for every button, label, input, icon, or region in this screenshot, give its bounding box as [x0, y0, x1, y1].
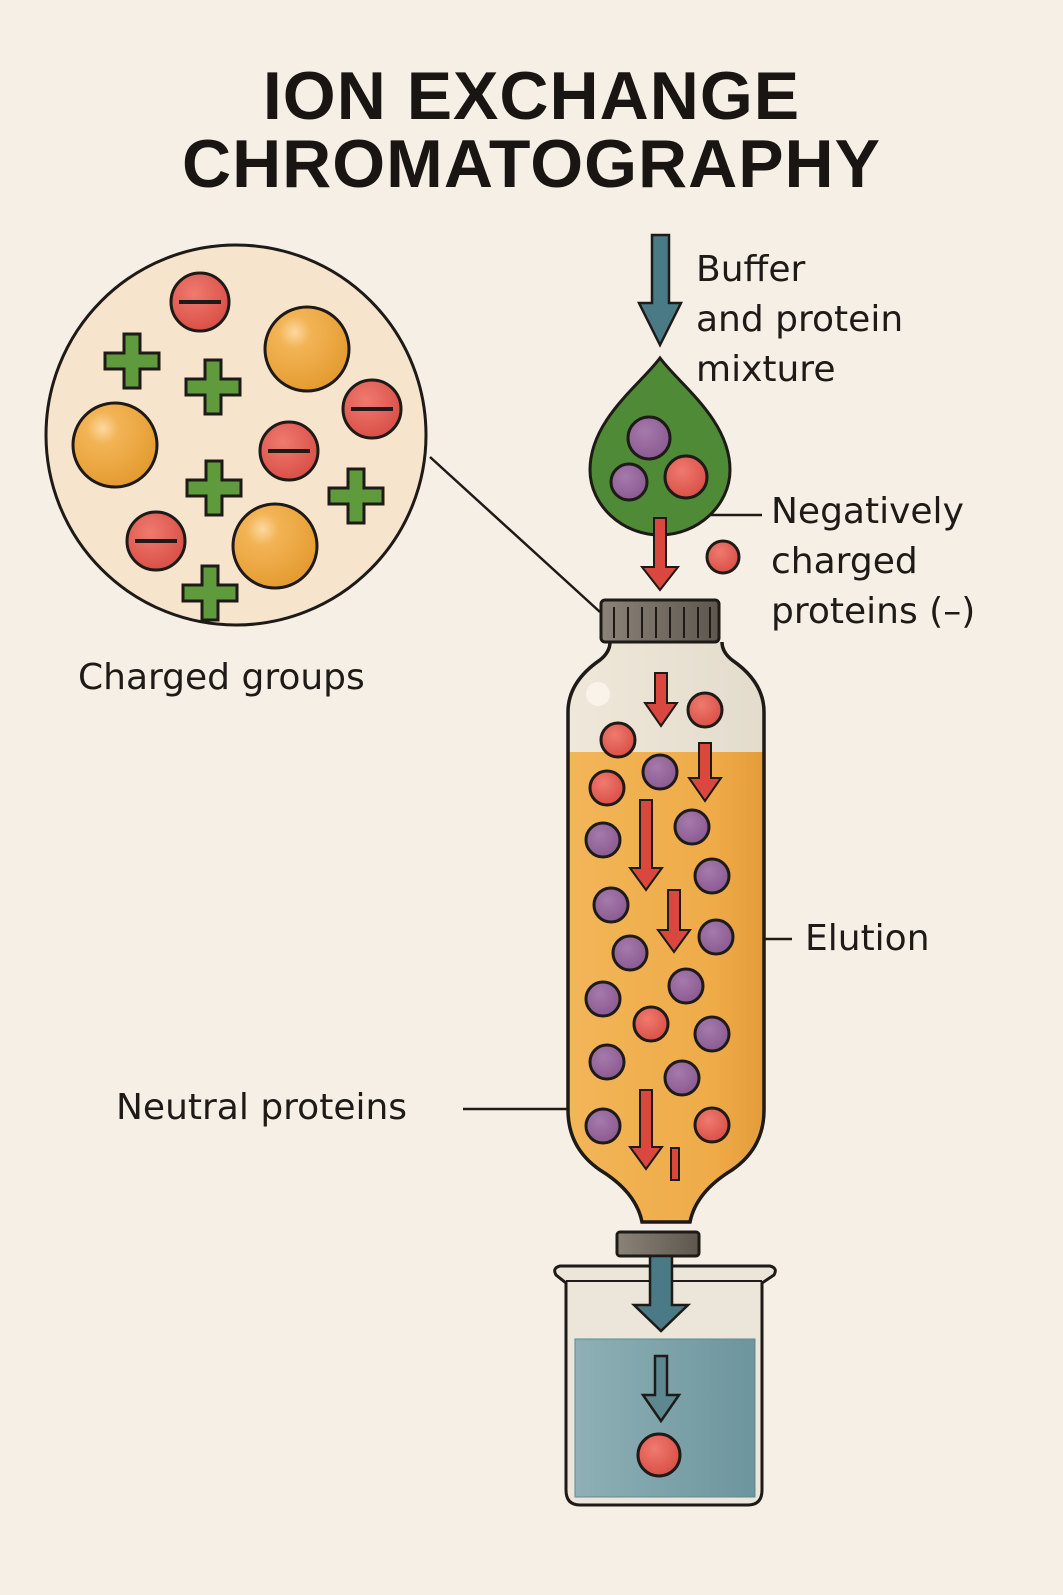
resin-bead-icon	[71, 401, 159, 489]
positive-charge-icon	[184, 358, 242, 416]
neutral-protein-dot	[693, 857, 731, 895]
negative-charge-icon	[258, 420, 320, 482]
input-label-line-1: Buffer	[696, 249, 806, 290]
magnifier-leader-line	[429, 456, 601, 613]
elution-label: Elution	[805, 918, 930, 959]
neutral-protein-dot	[592, 886, 630, 924]
negative-protein-dot	[663, 454, 709, 500]
input-label-line-3: mixture	[696, 349, 836, 390]
neutral-protein-dot	[641, 753, 679, 791]
neutral-protein-dot	[584, 1107, 622, 1145]
column-outlet-icon	[615, 1230, 701, 1258]
neutral-protein-dot	[611, 934, 649, 972]
flow-arrow-icon	[628, 1089, 664, 1171]
eluted-protein-dot	[636, 1432, 682, 1478]
neutral-protein-dot	[609, 462, 649, 502]
title-line-1: ION EXCHANGE	[262, 58, 801, 134]
negative-label-line-1: Negatively	[771, 491, 964, 532]
neutral-protein-dot	[626, 415, 672, 461]
positive-charge-icon	[185, 459, 243, 517]
charged-groups-label: Charged groups	[78, 657, 365, 698]
negative-charge-icon	[125, 510, 187, 572]
flow-down-arrow-icon	[640, 1354, 682, 1424]
negative-charge-icon	[341, 378, 403, 440]
column	[463, 598, 792, 1258]
negative-protein-dot	[705, 539, 741, 575]
resin-bead-icon	[263, 305, 351, 393]
buffer-flow-arrow-icon	[630, 1254, 692, 1333]
title-line-2: CHROMATOGRAPHY	[181, 126, 882, 202]
flow-arrow-icon	[643, 672, 679, 728]
resin-bead-icon	[231, 502, 319, 590]
positive-charge-icon	[181, 564, 239, 622]
negative-charge-icon	[169, 271, 231, 333]
neutral-protein-dot	[693, 1015, 731, 1053]
neutral-protein-dot	[667, 967, 705, 1005]
negative-protein-dot	[599, 721, 637, 759]
neutral-protein-dot	[588, 1043, 626, 1081]
neutral-proteins-label: Neutral proteins	[116, 1087, 408, 1128]
flow-arrow-icon	[670, 1147, 680, 1181]
column-cap-icon	[599, 598, 721, 644]
buffer-input-arrow-icon	[636, 233, 684, 348]
neutral-protein-dot	[584, 821, 622, 859]
charged-groups-magnifier	[44, 243, 601, 627]
input-label-line-2: and protein	[696, 299, 904, 340]
neutral-protein-dot	[584, 980, 622, 1018]
positive-charge-icon	[103, 332, 161, 390]
negative-protein-dot	[632, 1005, 670, 1043]
negative-protein-dot	[686, 691, 724, 729]
flow-arrow-icon	[656, 889, 692, 954]
neutral-protein-dot	[673, 808, 711, 846]
flow-arrow-icon	[628, 799, 664, 892]
sample-drop-icon	[588, 355, 762, 537]
neutral-protein-dot	[697, 918, 735, 956]
negative-protein-dot	[588, 769, 626, 807]
flow-arrow-icon	[639, 517, 681, 592]
negative-label-line-3: proteins (–)	[771, 591, 976, 632]
positive-charge-icon	[327, 467, 385, 525]
neutral-protein-dot	[663, 1059, 701, 1097]
negative-protein-dot	[693, 1106, 731, 1144]
collection-beaker	[553, 1254, 777, 1507]
negative-label-line-2: charged	[771, 541, 918, 582]
flow-arrow-icon	[687, 742, 723, 803]
